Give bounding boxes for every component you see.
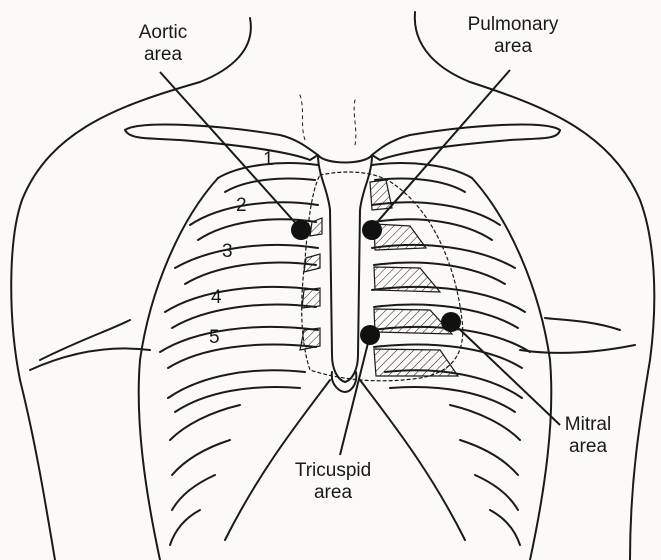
right-torso-side (630, 360, 650, 560)
tricuspid-leader-line (340, 335, 370, 455)
aortic-area-label: Aortic area (118, 22, 208, 66)
mitral-label-line1: Mitral (548, 414, 628, 436)
right-arm-line (545, 318, 620, 330)
hatch-right-1 (370, 180, 392, 210)
right-pectoral (520, 345, 635, 353)
aortic-label-line1: Aortic (118, 22, 208, 44)
rib-left-1b (225, 179, 315, 193)
rib-left-6 (168, 370, 305, 398)
hatch-right-3 (374, 267, 440, 292)
left-clavicle (125, 125, 318, 160)
rib-right-9 (475, 475, 518, 510)
neck-crease (300, 95, 305, 140)
aortic-label-line2: area (118, 44, 208, 66)
tricuspid-area-label: Tricuspid area (278, 460, 388, 504)
rib-left-8 (172, 440, 230, 475)
pulmonary-label-line1: Pulmonary (448, 14, 578, 36)
tricuspid-label-line2: area (278, 482, 388, 504)
hatch-right-4 (374, 309, 452, 334)
rib-left-5b (168, 345, 316, 368)
left-shoulder-outline (11, 82, 200, 380)
rib-left-10 (170, 510, 200, 545)
rib-left-3b (185, 262, 316, 284)
hatch-right-2 (374, 224, 426, 250)
pulmonary-label-line2: area (448, 36, 578, 58)
mitral-area-label: Mitral area (548, 414, 628, 458)
left-arm-line (40, 320, 130, 360)
neck-crease-2 (354, 100, 356, 145)
rib-left-7 (170, 405, 240, 440)
rib-number-5: 5 (209, 328, 220, 348)
left-torso-side (20, 380, 55, 560)
hatch-right-5 (374, 349, 458, 376)
pulmonary-point (362, 220, 382, 240)
rib-left-5 (160, 327, 318, 352)
rib-number-1: 1 (263, 150, 274, 170)
tricuspid-point (360, 325, 380, 345)
rib-number-4: 4 (211, 288, 222, 308)
tricuspid-label-line1: Tricuspid (278, 460, 388, 482)
rib-right-7 (450, 405, 520, 440)
aortic-point (291, 220, 311, 240)
rib-right-6b (390, 387, 515, 412)
rib-number-2: 2 (236, 196, 247, 216)
rib-left-6b (175, 387, 300, 412)
rib-right-10 (490, 510, 520, 545)
left-pectoral (30, 348, 150, 370)
sternum (318, 155, 372, 382)
mitral-point (441, 312, 461, 332)
mitral-label-line2: area (548, 436, 628, 458)
rib-number-3: 3 (222, 242, 233, 262)
rib-right-8 (460, 440, 518, 475)
right-clavicle (372, 125, 560, 160)
pulmonary-area-label: Pulmonary area (448, 14, 578, 58)
aortic-leader-line (160, 72, 300, 228)
rib-left-4 (165, 287, 318, 312)
hatch-left-3 (304, 254, 320, 272)
rib-left-9 (172, 475, 215, 510)
hatch-left-4 (302, 288, 320, 308)
rib-left-4b (172, 305, 316, 328)
